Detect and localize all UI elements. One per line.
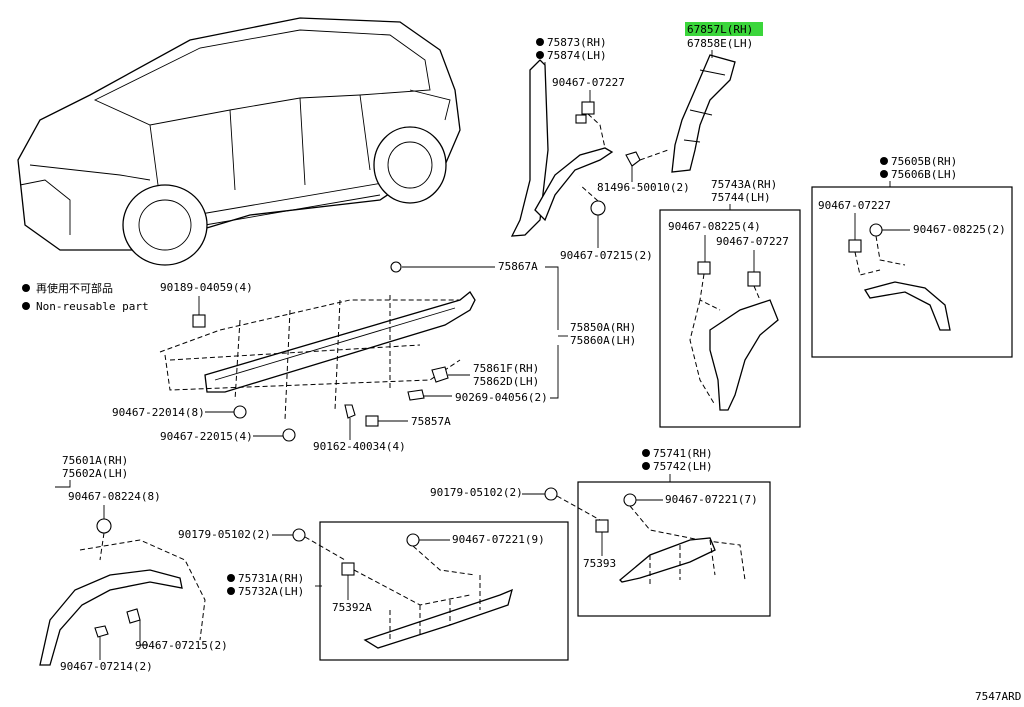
label-75867: 75867A [498, 260, 538, 273]
label-90467-07215-a: 90467-07215(2) [560, 249, 653, 262]
group-75873: 75873(RH) 75874(LH) 90467-07227 90467-07… [510, 36, 690, 262]
label-90467-07227-c: 90467-07227 [818, 199, 891, 212]
label-75850: 75850A(RH) [570, 321, 636, 334]
label-81496: 81496-50010(2) [597, 181, 690, 194]
group-75601: 75601A(RH) 75602A(LH) 90467-08224(8) 904… [39, 454, 228, 673]
label-75857: 75857A [411, 415, 451, 428]
label-90467-22015: 90467-22015(4) [160, 430, 253, 443]
label-90269: 90269-04056(2) [455, 391, 548, 404]
group-75850: 75867A 75850A(RH) 75860A(LH) 90189-04059… [112, 260, 636, 453]
label-90467-07221-b: 90467-07221(7) [665, 493, 758, 506]
group-75605: 75605B(RH) 75606B(LH) 90467-07227 90467-… [811, 155, 1013, 358]
group-75743: 75743A(RH) 75744(LH) 90467-08225(4) 9046… [659, 178, 801, 428]
label-75602: 75602A(LH) [62, 467, 128, 480]
label-75860: 75860A(LH) [570, 334, 636, 347]
label-75741: 75741(RH) [653, 447, 713, 460]
label-75606: 75606B(LH) [891, 168, 957, 181]
label-75873: 75873(RH) [547, 36, 607, 49]
vehicle-illustration [17, 17, 461, 266]
label-75743: 75743A(RH) [711, 178, 777, 191]
legend-line-1: 再使用不可部品 [36, 281, 113, 295]
legend: 再使用不可部品 Non-reusable part [22, 281, 149, 313]
label-75731: 75731A(RH) [238, 572, 304, 585]
label-75861: 75861F(RH) [473, 362, 539, 375]
highlight-67857 [685, 22, 763, 36]
group-75731: 90179-05102(2) 90467-07221(9) 75731A(RH)… [178, 521, 569, 661]
label-90162: 90162-40034(4) [313, 440, 406, 453]
label-75605: 75605B(RH) [891, 155, 957, 168]
label-90467-22014: 90467-22014(8) [112, 406, 205, 419]
label-90179-b: 90179-05102(2) [430, 486, 523, 499]
label-90467-07227-a: 90467-07227 [552, 76, 625, 89]
label-90179-a: 90179-05102(2) [178, 528, 271, 541]
label-67858: 67858E(LH) [687, 37, 753, 50]
group-67857: 67857L(RH) 67858E(LH) [671, 22, 763, 173]
label-90467-07221-a: 90467-07221(9) [452, 533, 545, 546]
label-90467-07214: 90467-07214(2) [60, 660, 153, 673]
label-90189: 90189-04059(4) [160, 281, 253, 294]
diagram-id: 7547ARD [975, 690, 1021, 703]
label-90467-08224: 90467-08224(8) [68, 490, 161, 503]
label-75874: 75874(LH) [547, 49, 607, 62]
legend-line-2: Non-reusable part [36, 300, 149, 313]
label-75393: 75393 [583, 557, 616, 570]
label-90467-08225-b: 90467-08225(2) [913, 223, 1006, 236]
label-90467-08225-a: 90467-08225(4) [668, 220, 761, 233]
label-90467-07227-b: 90467-07227 [716, 235, 789, 248]
label-75744: 75744(LH) [711, 191, 771, 204]
label-75862: 75862D(LH) [473, 375, 539, 388]
label-75742: 75742(LH) [653, 460, 713, 473]
label-75601: 75601A(RH) [62, 454, 128, 467]
label-67857: 67857L(RH) [687, 23, 753, 36]
label-75732: 75732A(LH) [238, 585, 304, 598]
label-90467-07215-b: 90467-07215(2) [135, 639, 228, 652]
label-75392: 75392A [332, 601, 372, 614]
group-75741: 75741(RH) 75742(LH) 90179-05102(2) 90467… [430, 447, 771, 617]
